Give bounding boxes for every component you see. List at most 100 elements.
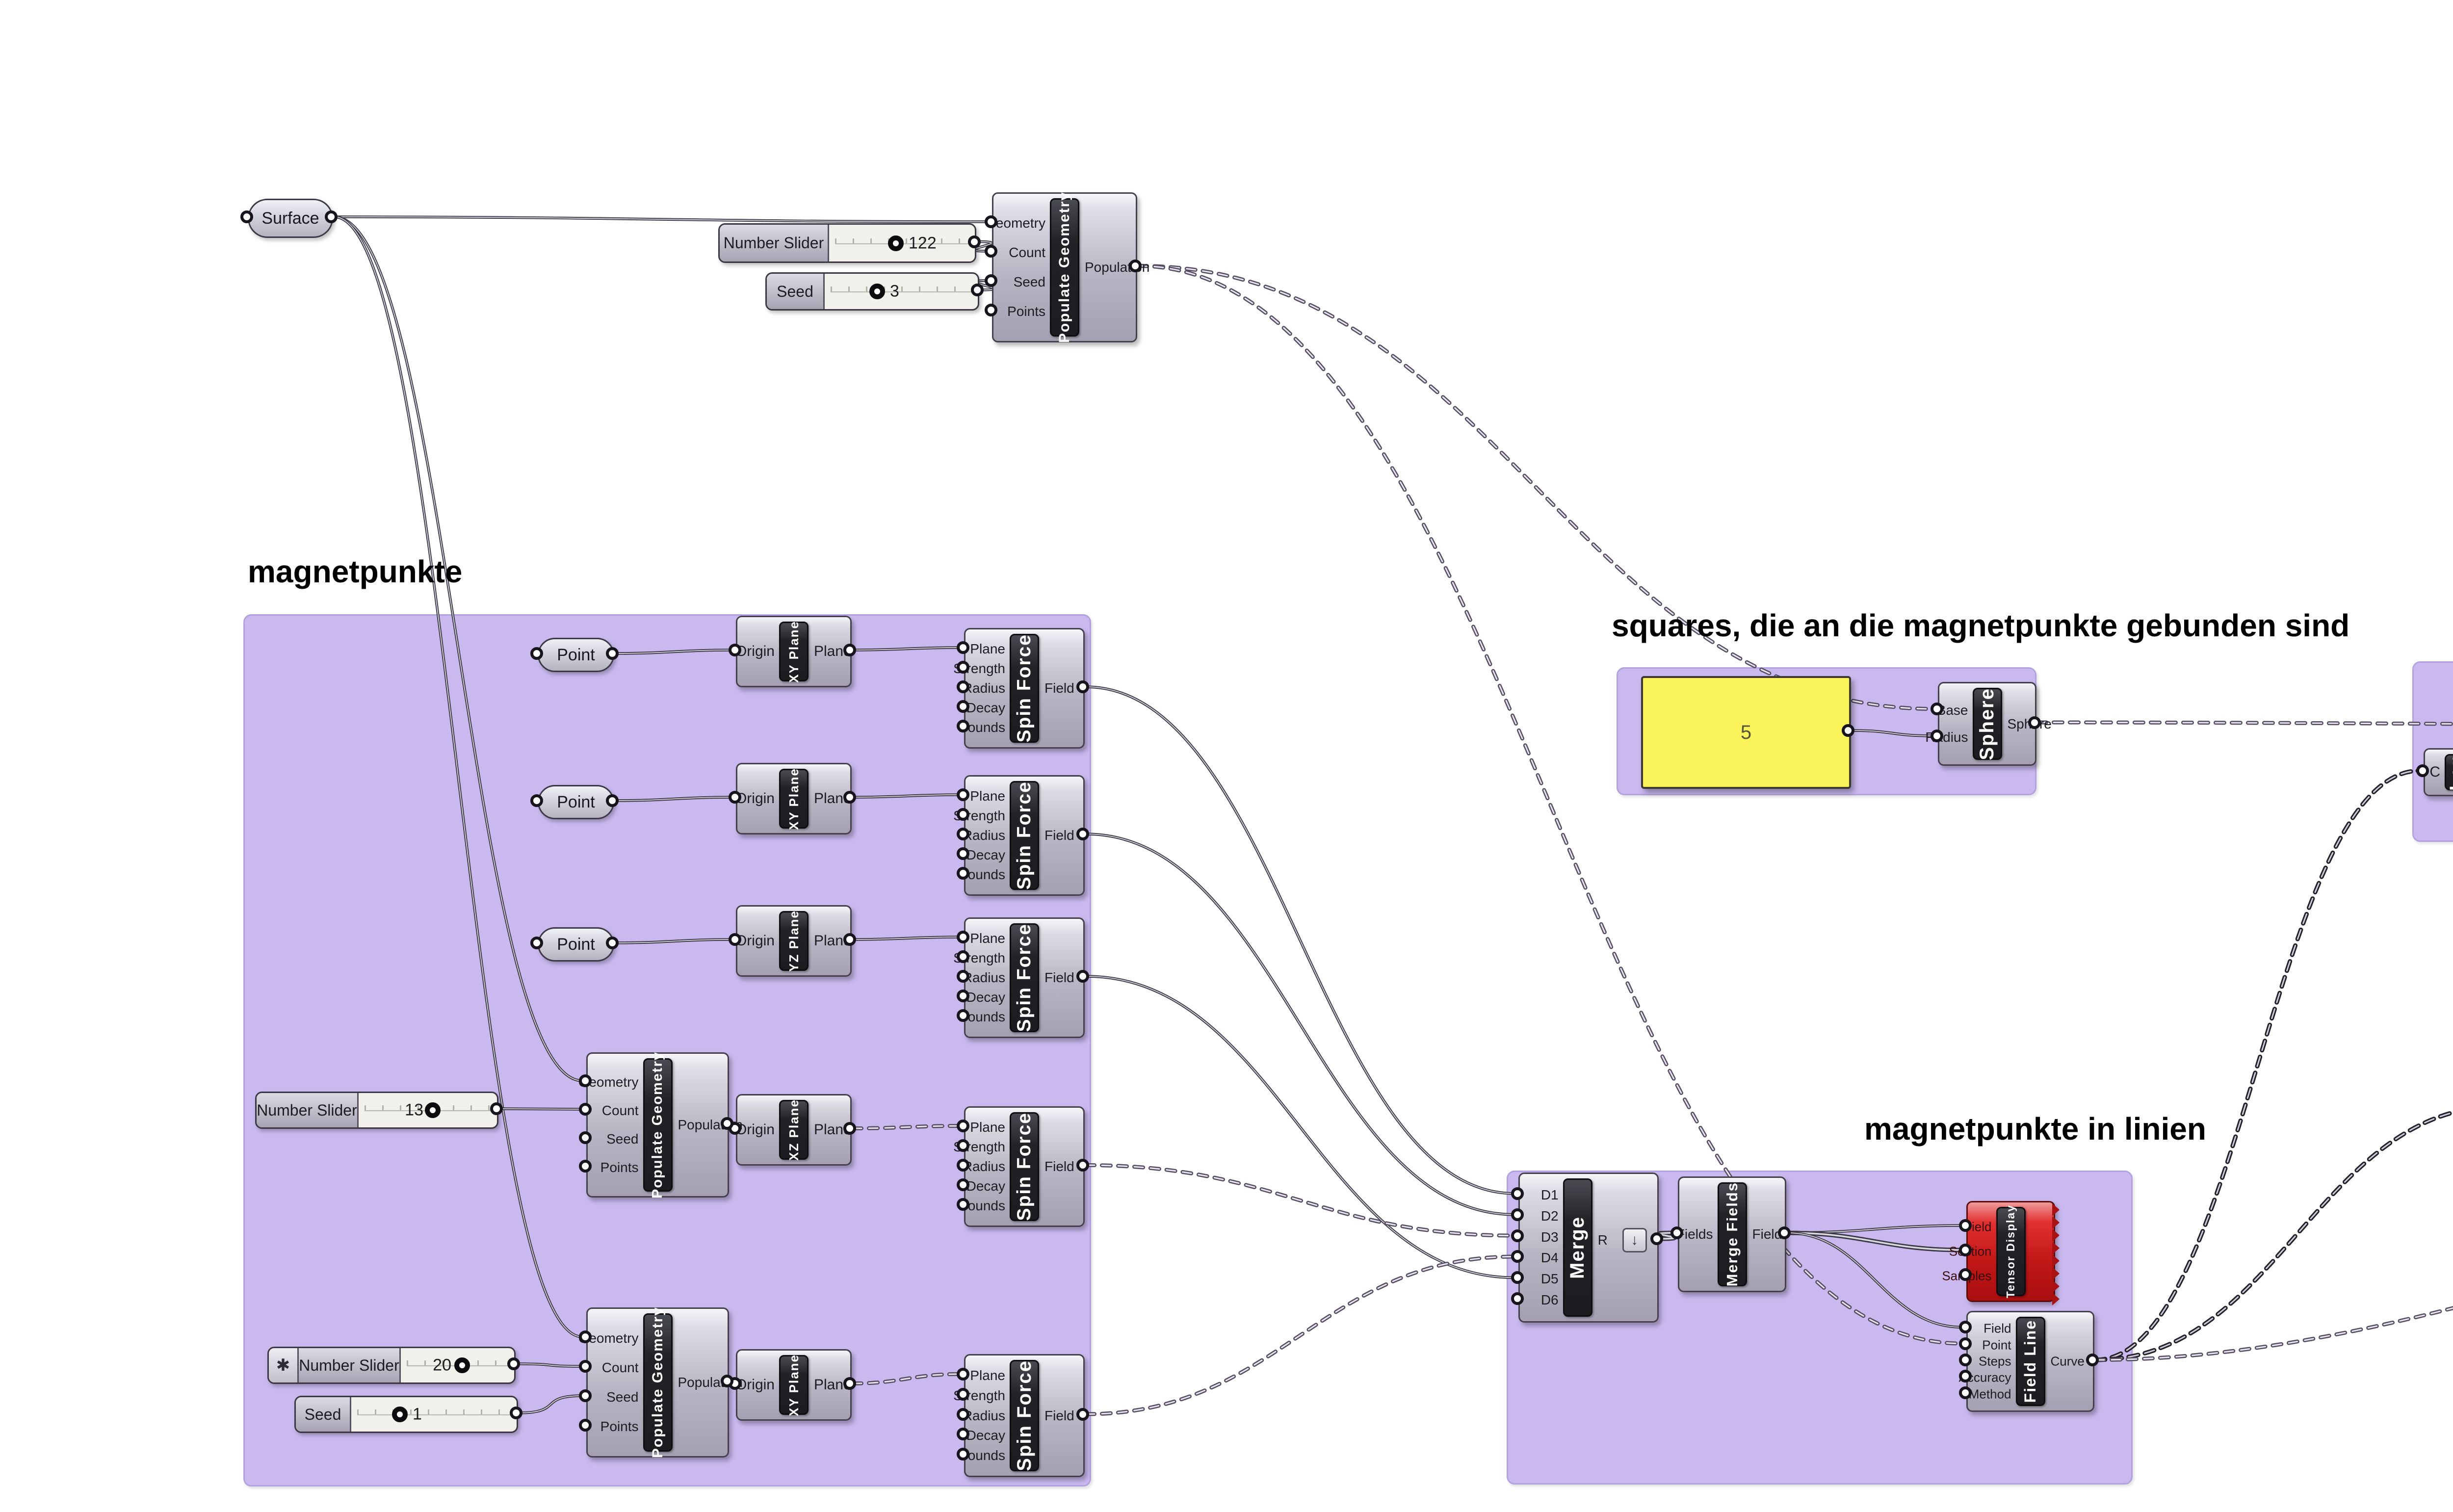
spin3-Field-output-port[interactable] — [1076, 970, 1089, 983]
spin4-Radius-input-port[interactable] — [957, 1159, 969, 1172]
merge-D1-input-port[interactable] — [1511, 1187, 1524, 1200]
pg1-Count-input-port[interactable] — [985, 245, 997, 258]
spin4-Strength-input-port[interactable] — [957, 1139, 969, 1152]
point2-in-input-port[interactable] — [530, 794, 543, 807]
slider-knob[interactable] — [888, 235, 904, 251]
xy2-Plane-output-port[interactable] — [843, 791, 856, 804]
spin3-Strength-input-port[interactable] — [957, 950, 969, 963]
point3-param[interactable]: Point — [538, 927, 614, 962]
fieldline-Method-input-port[interactable] — [1959, 1386, 1972, 1399]
slider-track[interactable]: 3 — [825, 274, 978, 309]
spin4-Plane-input-port[interactable] — [957, 1120, 969, 1132]
surface-param[interactable]: Surface — [248, 199, 333, 238]
wire[interactable] — [2093, 1057, 2453, 1362]
pg2-Geometry-input-port[interactable] — [579, 1074, 592, 1087]
slider-track[interactable]: 20 — [401, 1348, 514, 1382]
slider-track[interactable]: 122 — [829, 225, 975, 261]
fieldline-Accuracy-input-port[interactable] — [1959, 1370, 1972, 1383]
spin2-Plane-input-port[interactable] — [957, 788, 969, 801]
xy1-Origin-input-port[interactable] — [729, 644, 741, 656]
pg2-Population-output-port[interactable] — [721, 1117, 733, 1130]
fieldline-Field-input-port[interactable] — [1959, 1321, 1972, 1334]
slider-track[interactable]: 1 — [351, 1397, 517, 1432]
spin1-Plane-input-port[interactable] — [957, 641, 969, 654]
pg3-Geometry-input-port[interactable] — [579, 1330, 592, 1343]
mergefields-Field-output-port[interactable] — [1778, 1226, 1791, 1239]
tensor-Field-input-port[interactable] — [1959, 1219, 1972, 1232]
slider-knob[interactable] — [392, 1407, 408, 1422]
point1-in-input-port[interactable] — [530, 647, 543, 660]
slider122-out-output-port[interactable] — [968, 235, 981, 248]
len-C-input-port[interactable] — [2416, 764, 2429, 777]
pg3-Seed-input-port[interactable] — [579, 1389, 592, 1402]
merge-R-output-port[interactable] — [1650, 1232, 1663, 1245]
fieldline-Steps-input-port[interactable] — [1959, 1354, 1972, 1366]
merge-D5-input-port[interactable] — [1511, 1271, 1524, 1284]
sphere-Sphere-output-port[interactable] — [2028, 716, 2041, 729]
panel5-panel[interactable]: 5 — [1641, 676, 1851, 789]
fieldline-Curve-output-port[interactable] — [2086, 1354, 2099, 1366]
surface-in-input-port[interactable] — [240, 210, 253, 223]
slider-knob[interactable] — [425, 1102, 441, 1118]
yz-Origin-input-port[interactable] — [729, 933, 741, 946]
mergefields-Fields-input-port[interactable] — [1670, 1226, 1683, 1239]
spin5-Bounds-input-port[interactable] — [957, 1448, 969, 1461]
spin3-Decay-input-port[interactable] — [957, 990, 969, 1002]
point2-param[interactable]: Point — [538, 785, 614, 819]
spin4-Decay-input-port[interactable] — [957, 1178, 969, 1191]
pg1-Seed-input-port[interactable] — [985, 274, 997, 287]
spin3-Plane-input-port[interactable] — [957, 931, 969, 943]
sphere-Radius-input-port[interactable] — [1931, 730, 1943, 742]
tensor-node[interactable]: Tensor DisplayFieldSectionSamples — [1942, 1201, 2060, 1305]
spin4-Field-output-port[interactable] — [1076, 1159, 1089, 1172]
point2-out-output-port[interactable] — [606, 794, 619, 807]
slider-track[interactable]: 13 — [359, 1093, 497, 1127]
slider-knob[interactable] — [869, 284, 885, 299]
xy5-Plane-output-port[interactable] — [843, 1377, 856, 1390]
spin3-Radius-input-port[interactable] — [957, 970, 969, 983]
spin4-Bounds-input-port[interactable] — [957, 1198, 969, 1211]
xz-Plane-output-port[interactable] — [843, 1122, 856, 1135]
spin5-Field-output-port[interactable] — [1076, 1408, 1089, 1421]
sphere-Base-input-port[interactable] — [1931, 703, 1943, 715]
spin1-Field-output-port[interactable] — [1076, 680, 1089, 693]
pg3-Population-output-port[interactable] — [721, 1375, 733, 1387]
pg3-Points-input-port[interactable] — [579, 1419, 592, 1432]
pg2-Points-input-port[interactable] — [579, 1160, 592, 1173]
tensor-Samples-input-port[interactable] — [1959, 1268, 1972, 1281]
seed3-out-output-port[interactable] — [971, 284, 984, 296]
point1-out-output-port[interactable] — [606, 647, 619, 660]
spin5-Radius-input-port[interactable] — [957, 1408, 969, 1421]
pg3-Count-input-port[interactable] — [579, 1360, 592, 1373]
pg2-Seed-input-port[interactable] — [579, 1131, 592, 1144]
sphere-node[interactable]: SphereBaseRadiusSphere — [1925, 682, 2052, 766]
slider20-out-output-port[interactable] — [507, 1357, 520, 1370]
surface-out-output-port[interactable] — [325, 210, 338, 223]
point3-out-output-port[interactable] — [606, 937, 619, 949]
spin2-Field-output-port[interactable] — [1076, 828, 1089, 840]
spin1-Decay-input-port[interactable] — [957, 700, 969, 713]
merge-D3-input-port[interactable] — [1511, 1229, 1524, 1242]
xy1-Plane-output-port[interactable] — [843, 644, 856, 656]
point3-in-input-port[interactable] — [530, 937, 543, 949]
pg1-Points-input-port[interactable] — [985, 304, 997, 316]
pg2-Count-input-port[interactable] — [579, 1103, 592, 1116]
merge-D6-input-port[interactable] — [1511, 1292, 1524, 1305]
xy2-Origin-input-port[interactable] — [729, 791, 741, 804]
panel5-out-output-port[interactable] — [1842, 724, 1854, 737]
